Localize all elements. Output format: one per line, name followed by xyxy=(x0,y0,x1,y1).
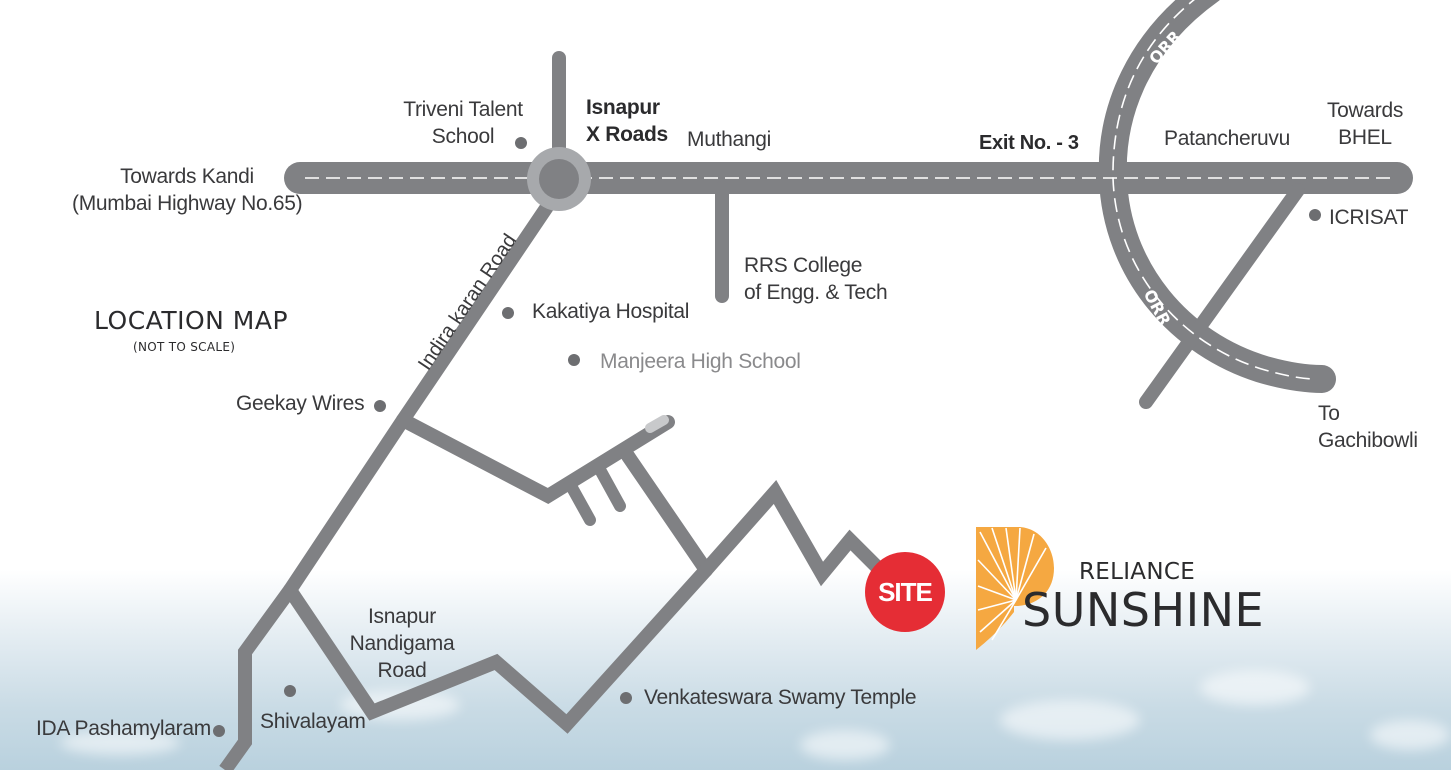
label-ida-pashamylaram: IDA Pashamylaram xyxy=(36,717,211,740)
map-title: LOCATION MAP xyxy=(94,306,289,335)
label-geekay-wires: Geekay Wires xyxy=(236,392,365,415)
poi-dot-venkateswara xyxy=(620,692,632,704)
poi-dot-shivalayam xyxy=(284,685,296,697)
inner-road-south xyxy=(621,449,713,577)
isnapur-nandigama-road xyxy=(283,563,713,734)
label-kakatiya-hospital: Kakatiya Hospital xyxy=(532,300,690,323)
site-approach-road xyxy=(699,480,887,587)
label-to-gachibowli: To Gachibowli xyxy=(1318,402,1418,452)
label-manjeera-high-school: Manjeera High School xyxy=(600,350,801,373)
label-isnapur-x-roads: Isnapur X Roads xyxy=(586,96,668,146)
label-icrisat: ICRISAT xyxy=(1329,206,1409,229)
inner-stub-1 xyxy=(564,478,596,526)
inner-stub-2 xyxy=(592,460,626,512)
label-venkateswara-swamy-temple: Venkateswara Swamy Temple xyxy=(644,686,917,709)
poi-dot-ida xyxy=(213,725,225,737)
site-marker[interactable]: SITE xyxy=(865,552,945,632)
inner-road xyxy=(396,413,675,505)
label-muthangi: Muthangi xyxy=(687,128,771,151)
indira-karan-road xyxy=(219,194,559,770)
poi-dot-triveni xyxy=(515,137,527,149)
map-scale-note: (NOT TO SCALE) xyxy=(133,340,236,354)
label-towards-kandi: Towards Kandi (Mumbai Highway No.65) xyxy=(72,165,303,215)
poi-dot-icrisat xyxy=(1309,209,1321,221)
poi-dot-manjeera xyxy=(568,354,580,366)
label-isnapur-nandigama-road: Isnapur Nandigama Road xyxy=(349,605,455,682)
label-triveni-talent-school: Triveni Talent School xyxy=(403,98,523,148)
label-rrs-college: RRS College of Engg. & Tech xyxy=(744,254,888,304)
brand-sunshine: SUNSHINE xyxy=(1022,583,1265,637)
label-patancheruvu: Patancheruvu xyxy=(1164,127,1290,150)
reliance-sunshine-logo-icon xyxy=(976,527,1054,650)
brand-reliance: RELIANCE xyxy=(1079,559,1196,585)
icrisat-road xyxy=(1139,183,1305,409)
poi-dot-geekay xyxy=(374,400,386,412)
label-towards-bhel: Towards BHEL xyxy=(1326,99,1404,149)
poi-dot-kakatiya xyxy=(502,307,514,319)
label-exit-3: Exit No. - 3 xyxy=(979,132,1079,154)
label-shivalayam: Shivalayam xyxy=(260,710,366,733)
